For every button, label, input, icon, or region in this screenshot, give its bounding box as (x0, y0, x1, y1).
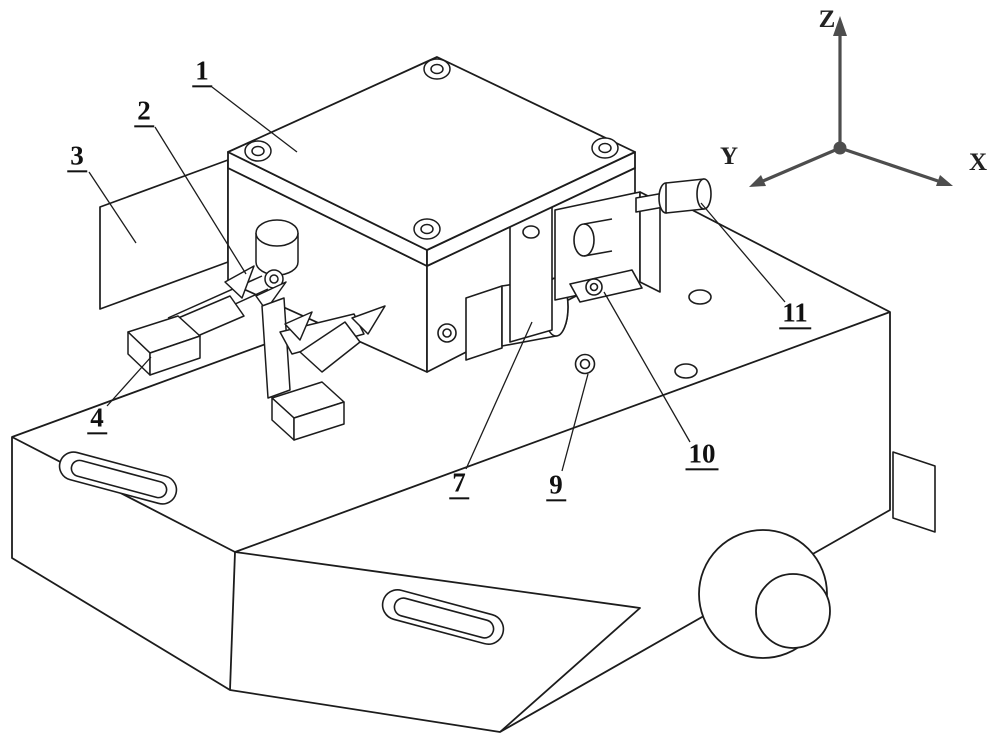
x-axis-line (839, 146, 939, 183)
base-hole-front (674, 363, 698, 379)
frame-back-left-wall (99, 159, 229, 310)
stage-screw-inner (442, 328, 452, 338)
base-slots (58, 289, 712, 645)
z-axis-arrowhead (833, 16, 847, 36)
mounting-slot-left-inner (70, 459, 168, 499)
leader-7 (465, 321, 533, 470)
clamp-post-top (255, 219, 299, 247)
y-axis-label: Y (719, 143, 739, 170)
part-label-3: 3 (67, 141, 87, 173)
center-arm (299, 321, 361, 373)
leader-10 (603, 291, 691, 443)
screw-icon (251, 145, 265, 157)
base-front-corner-edge (229, 551, 236, 691)
center-jaw (351, 305, 386, 335)
cylinder-flange (465, 285, 503, 361)
cover-plate (227, 56, 636, 267)
knob-end-face (696, 178, 712, 210)
clamp-post-screw-inner (269, 274, 279, 284)
part-label-7: 7 (449, 468, 469, 500)
adjustment-knob (635, 178, 712, 214)
leader-1 (211, 86, 298, 153)
screw-icon (420, 223, 434, 235)
claw-jaw-left-a (224, 265, 255, 299)
leader-4 (106, 356, 152, 407)
claw-jaw-left-b (255, 281, 287, 311)
boss-small-cylinder (755, 573, 831, 649)
axis-origin-dot (833, 141, 847, 155)
leader-11 (700, 202, 786, 303)
part-label-4: 4 (87, 403, 107, 435)
claw-jaw-lower (284, 311, 313, 341)
leader-2 (154, 126, 247, 275)
bracket-bore-face (573, 223, 595, 257)
part-label-1: 1 (192, 56, 212, 88)
side-tab-face (892, 451, 936, 533)
y-axis-line (762, 146, 841, 183)
base-outline (11, 196, 891, 733)
base-apron-edges (234, 551, 641, 733)
part-label-2: 2 (134, 96, 154, 128)
foot-front-side (293, 401, 345, 441)
cover-plate-screws (244, 58, 619, 240)
x-axis-label: X (968, 149, 988, 176)
x-axis-arrowhead (936, 175, 953, 186)
leader-lines (88, 86, 786, 472)
bracket-bore-lines (583, 218, 613, 257)
mounting-slot-front-inner (393, 597, 495, 639)
y-axis-arrowhead (749, 175, 766, 187)
cover-plate-top (227, 56, 636, 251)
clamp-support-column (261, 297, 291, 399)
right-bracket-assembly (509, 191, 661, 375)
part-label-11: 11 (779, 298, 811, 330)
screw-icon (430, 63, 444, 75)
screw-icon (598, 142, 612, 154)
z-axis-label: Z (818, 6, 836, 33)
side-tab-plate (892, 451, 936, 533)
leader-9 (561, 373, 589, 472)
lock-screw-inner (579, 358, 591, 370)
bracket-column-hole (522, 225, 540, 239)
axis-triad (749, 16, 953, 187)
part-label-10: 10 (685, 439, 719, 471)
base-hole-back (688, 289, 712, 305)
part-label-9: 9 (546, 470, 566, 502)
clamp-pad-block (569, 269, 643, 303)
side-cylinder-boss (698, 529, 831, 659)
foot-left-side (149, 335, 201, 376)
clamp-pad-screw-inner (589, 282, 599, 292)
leader-3 (88, 171, 137, 244)
